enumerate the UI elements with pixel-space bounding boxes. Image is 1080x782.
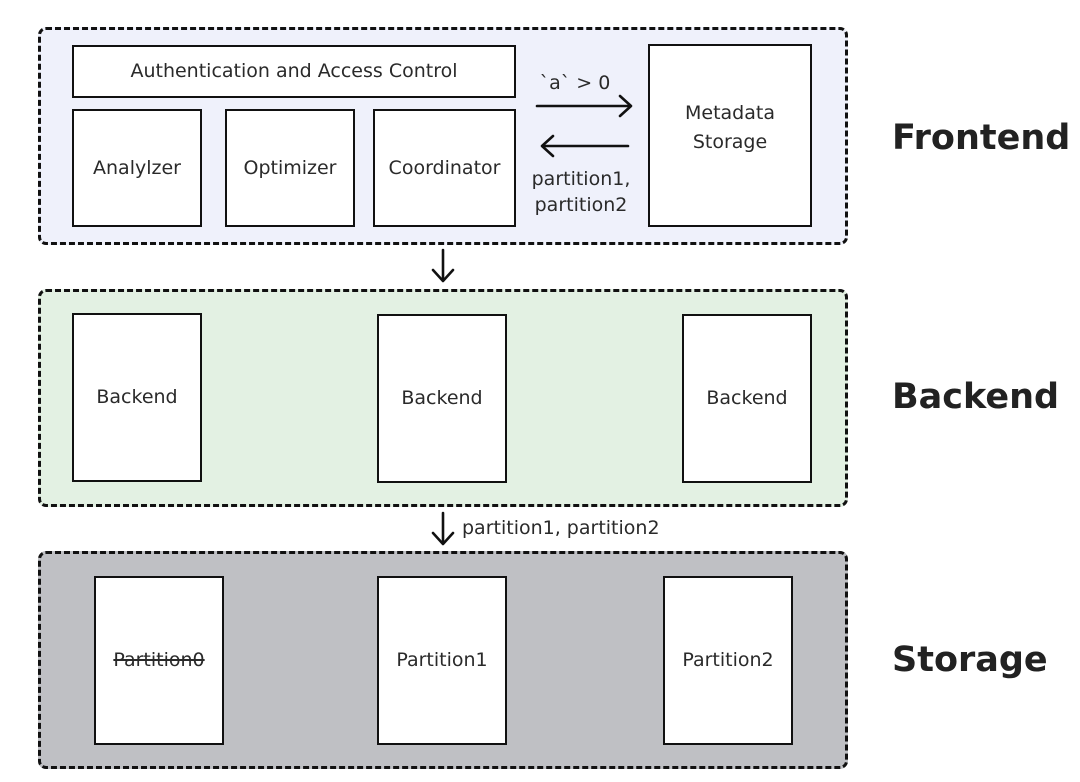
- backend-node-3-label: Backend: [706, 387, 788, 410]
- backend-node-2-label: Backend: [401, 387, 483, 410]
- response-arrow: [540, 134, 630, 158]
- coordinator-label: Coordinator: [388, 156, 501, 179]
- partition1-label: Partition1: [396, 649, 488, 672]
- analyzer-box: Analylzer: [72, 109, 202, 227]
- analyzer-label: Analylzer: [93, 156, 181, 179]
- backend-to-storage-arrow: [431, 511, 455, 546]
- partition2-label: Partition2: [682, 649, 774, 672]
- partition1-box: Partition1: [377, 576, 507, 745]
- partition0-box: Partition0: [94, 576, 224, 745]
- backend-layer-label: Backend: [892, 377, 1060, 417]
- backend-node-1: Backend: [72, 313, 202, 482]
- metadata-storage-label: Metadata Storage: [685, 99, 775, 156]
- metadata-storage-box: Metadata Storage: [648, 44, 812, 227]
- frontend-layer-label: Frontend: [892, 118, 1071, 158]
- coordinator-box: Coordinator: [373, 109, 516, 227]
- optimizer-label: Optimizer: [243, 156, 337, 179]
- frontend-to-backend-arrow: [431, 248, 455, 283]
- backend-node-3: Backend: [682, 314, 812, 483]
- backend-node-2: Backend: [377, 314, 507, 483]
- auth-access-control-box: Authentication and Access Control: [72, 45, 516, 98]
- metadata-storage-line1: Metadata: [685, 102, 775, 124]
- response-line1: partition1,: [531, 168, 631, 190]
- backend-to-storage-text: partition1, partition2: [462, 517, 660, 539]
- auth-access-control-label: Authentication and Access Control: [130, 60, 458, 83]
- response-line2: partition2: [534, 193, 628, 216]
- metadata-storage-line2: Storage: [692, 130, 768, 153]
- storage-layer-label: Storage: [892, 640, 1048, 680]
- partition2-box: Partition2: [663, 576, 793, 745]
- optimizer-box: Optimizer: [225, 109, 355, 227]
- backend-node-1-label: Backend: [96, 386, 178, 409]
- response-partitions-text: partition1, partition2: [522, 167, 640, 218]
- partition0-label: Partition0: [113, 649, 205, 672]
- request-condition-text: `a` > 0: [539, 72, 611, 94]
- request-arrow: [535, 94, 633, 118]
